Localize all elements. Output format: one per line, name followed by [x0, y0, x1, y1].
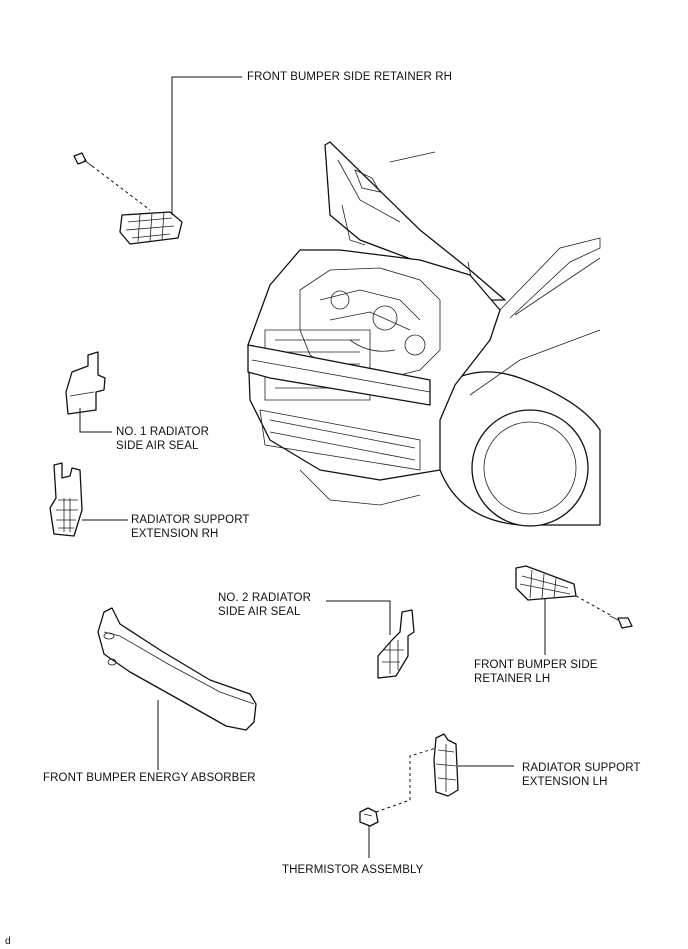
label-front-bumper-energy-absorber: FRONT BUMPER ENERGY ABSORBER: [43, 772, 256, 784]
retainer-rh-bolt: [73, 152, 93, 167]
label-thermistor-assembly: THERMISTOR ASSEMBLY: [282, 864, 424, 876]
label-radiator-support-extension-rh-line1: RADIATOR SUPPORT: [131, 514, 250, 526]
vehicle-front-illustration: [247, 141, 601, 527]
label-radiator-support-extension-lh-line2: EXTENSION LH: [522, 776, 608, 788]
thermistor-assembly-part: [359, 807, 379, 827]
corner-code: d: [5, 936, 11, 947]
label-no2-radiator-side-air-seal-line2: SIDE AIR SEAL: [218, 606, 301, 618]
label-no1-radiator-side-air-seal-line1: NO. 1 RADIATOR: [116, 426, 209, 438]
no2-radiator-side-air-seal-part: [377, 609, 415, 679]
label-front-bumper-side-retainer-lh-line2: RETAINER LH: [474, 673, 551, 685]
label-radiator-support-extension-rh-line2: EXTENSION RH: [131, 528, 219, 540]
front-bumper-side-retainer-lh-part: [515, 565, 577, 601]
label-radiator-support-extension-lh-line1: RADIATOR SUPPORT: [522, 762, 641, 774]
radiator-support-extension-lh-part: [433, 733, 459, 797]
front-bumper-energy-absorber-part: [97, 607, 257, 731]
label-front-bumper-side-retainer-lh-line1: FRONT BUMPER SIDE: [474, 659, 598, 671]
no1-radiator-side-air-seal-part: [65, 351, 106, 415]
label-front-bumper-side-retainer-rh: FRONT BUMPER SIDE RETAINER RH: [247, 71, 453, 83]
label-no1-radiator-side-air-seal-line2: SIDE AIR SEAL: [116, 440, 199, 452]
retainer-lh-bolt: [609, 615, 633, 629]
front-bumper-side-retainer-rh-part: [119, 211, 183, 245]
radiator-support-extension-rh-part: [49, 462, 83, 537]
label-no2-radiator-side-air-seal-line1: NO. 2 RADIATOR: [218, 592, 311, 604]
